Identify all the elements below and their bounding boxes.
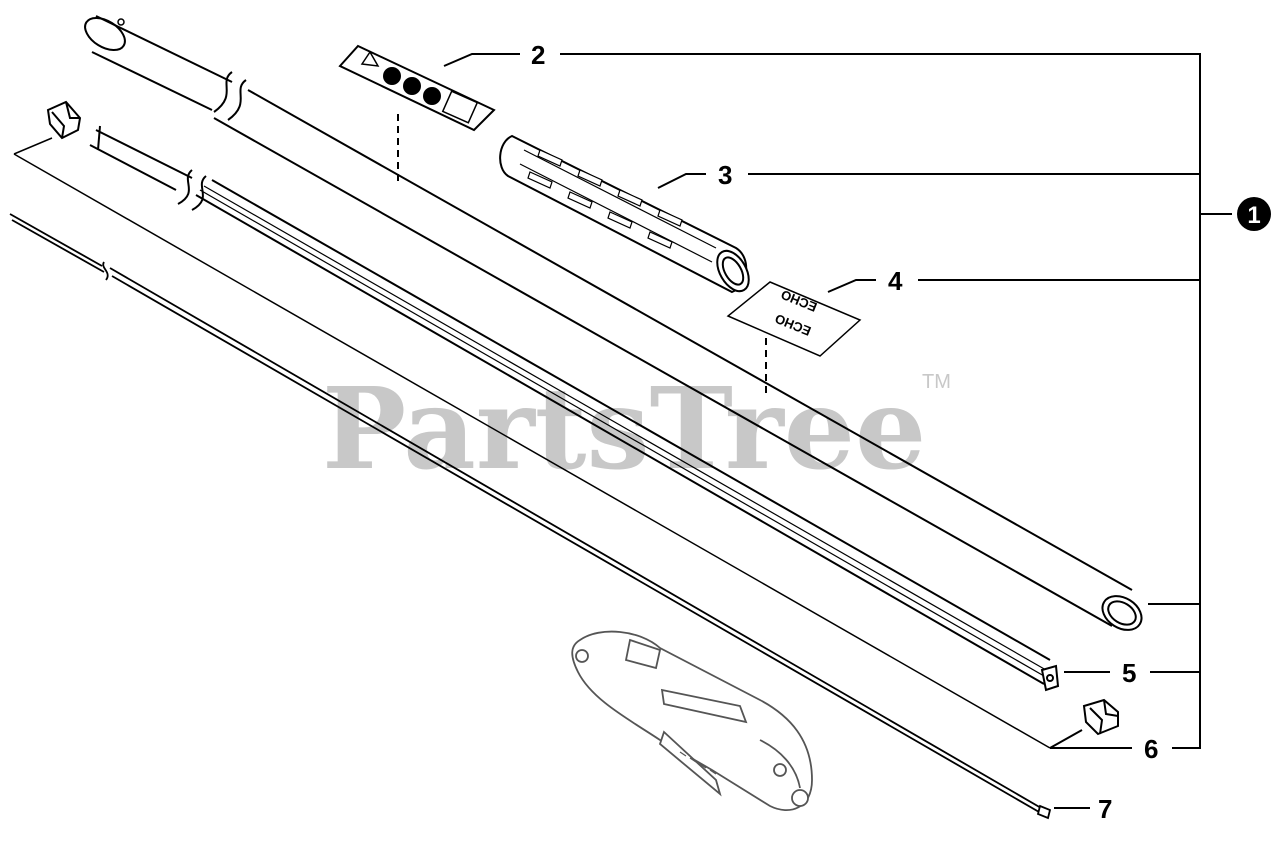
drive-shaft bbox=[9, 213, 1052, 820]
leader-lines bbox=[443, 53, 1232, 809]
outer-shaft-tube bbox=[84, 15, 1143, 631]
callout-7: 7 bbox=[1098, 794, 1112, 824]
callout-6: 6 bbox=[1144, 734, 1158, 764]
callout-1: 1 bbox=[1247, 202, 1260, 229]
assembly-badge: 1 bbox=[1237, 197, 1271, 231]
grip bbox=[499, 134, 750, 294]
callout-5: 5 bbox=[1122, 658, 1136, 688]
drive-shaft-liner bbox=[89, 125, 1060, 692]
callout-4: 4 bbox=[888, 266, 903, 296]
callout-2: 2 bbox=[531, 40, 545, 70]
watermark-text: PartsTree bbox=[322, 364, 926, 495]
warning-decal bbox=[338, 44, 496, 182]
echo-decal: ECHO ECHO bbox=[726, 281, 862, 396]
bushing-bottom bbox=[1082, 698, 1119, 736]
bushing-top bbox=[46, 100, 82, 140]
throttle-handle bbox=[571, 630, 813, 811]
watermark: PartsTree TM bbox=[322, 364, 951, 495]
callout-3: 3 bbox=[718, 160, 732, 190]
watermark-trademark: TM bbox=[922, 371, 951, 393]
